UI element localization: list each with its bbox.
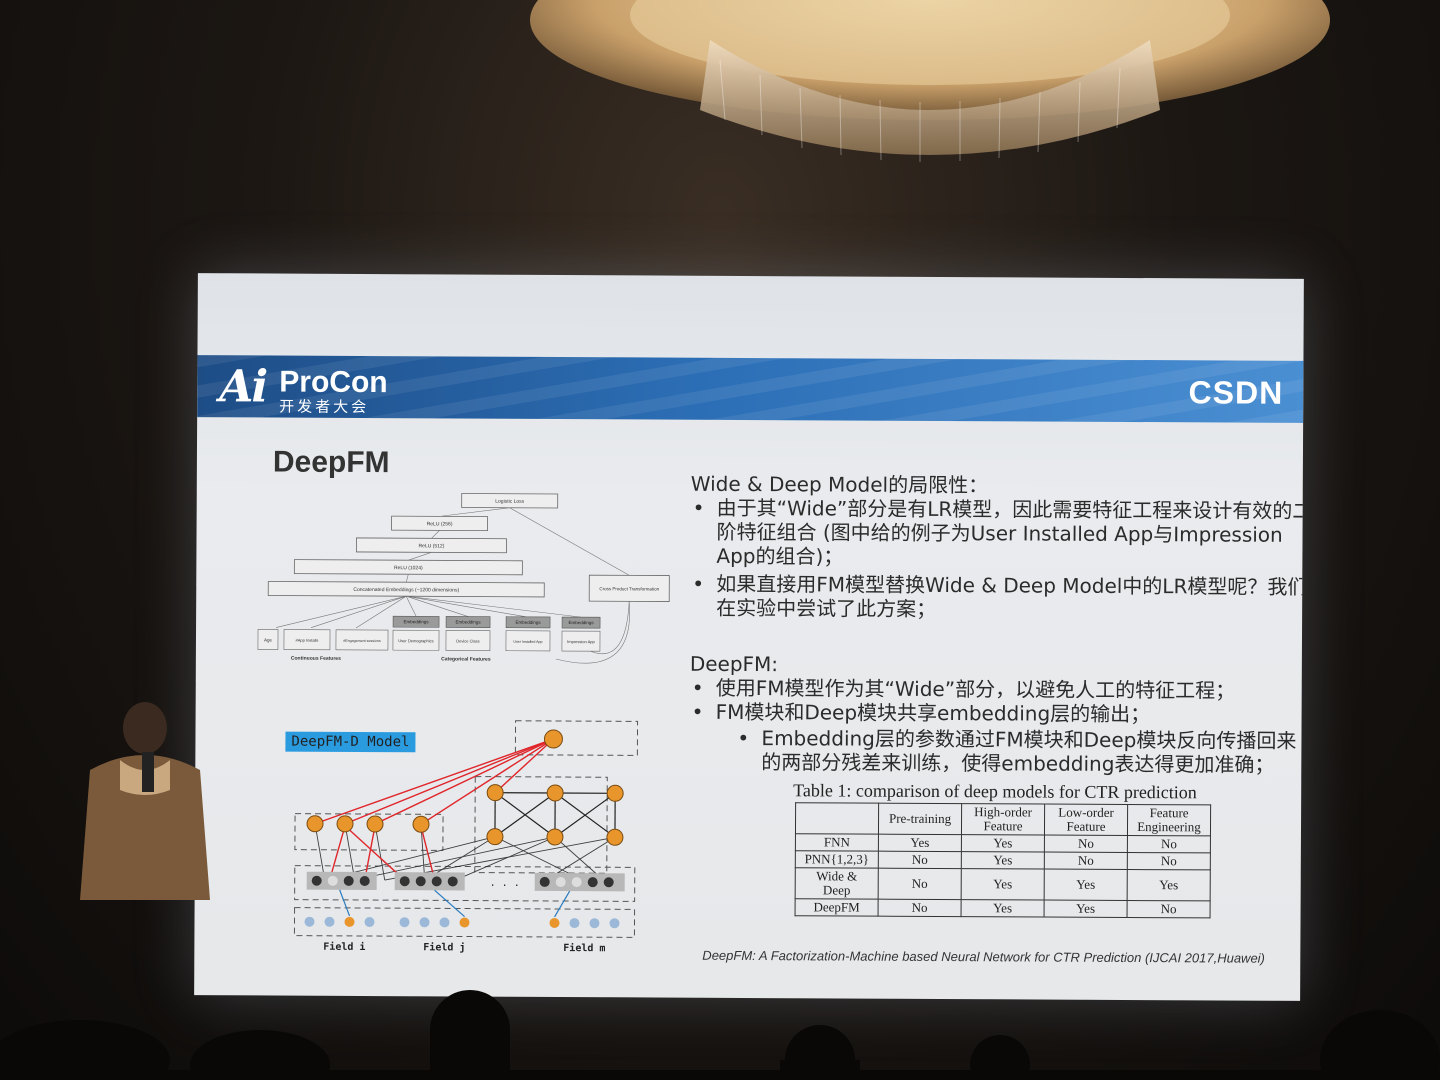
table-cell: No xyxy=(1044,852,1128,870)
aiprocon-logo-subtitle: 开发者大会 xyxy=(279,397,370,417)
logistic-loss-label: Logistic Loss xyxy=(495,499,524,505)
table-cell: Yes xyxy=(961,868,1045,901)
table-cell: No xyxy=(878,899,962,917)
bullet-text: 使用FM模型作为其“Wide”部分，以避免人工的特征工程； xyxy=(715,675,1236,703)
table-cell: No xyxy=(1127,900,1211,918)
section-heading-wide-deep: Wide & Deep Model的局限性： xyxy=(690,471,989,498)
feature-label: User Demographics xyxy=(398,638,433,643)
section-heading-deepfm: DeepFM: xyxy=(689,651,779,677)
table-row: DeepFM No Yes Yes No xyxy=(795,898,1211,918)
audience-silhouettes xyxy=(0,990,1440,1080)
table-header: Feature Engineering xyxy=(1127,804,1211,836)
bullet-marker: • xyxy=(692,495,705,520)
projected-slide: Ai ProCon 开发者大会 CSDN DeepFM xyxy=(194,273,1304,1001)
table-cell: Yes xyxy=(1044,869,1128,901)
table-header: High-order Feature xyxy=(961,803,1045,836)
table-cell: Yes xyxy=(961,899,1045,918)
relu-layer-label: ReLU (512) xyxy=(419,543,445,549)
bullet-text: 由于其“Wide”部分是有LR模型，因此需要特征工程来设计有效的二阶特征组合 (… xyxy=(716,495,1304,569)
table-header-row: Pre-training High-order Feature Low-orde… xyxy=(795,802,1211,836)
slide-title: DeepFM xyxy=(272,445,390,480)
feature-label: Impression App xyxy=(567,639,595,644)
deepfm-diagram: Field i Field j Field m · · · xyxy=(293,720,639,954)
bullet-text: 如果直接用FM模型替换Wide & Deep Model中的LR模型呢？我们在实… xyxy=(716,571,1304,621)
table-cell: Yes xyxy=(1127,869,1211,901)
cross-product-label: Cross Product Transformation xyxy=(599,586,659,591)
table-cell: No xyxy=(1044,835,1128,853)
aiprocon-logo-ai: Ai xyxy=(219,361,267,413)
bullet-marker: • xyxy=(691,675,704,700)
table-cell: Yes xyxy=(961,851,1045,870)
embedding-label: Embeddings xyxy=(516,620,542,625)
citation: DeepFM: A Factorization-Machine based Ne… xyxy=(702,947,1265,966)
table-cell: No xyxy=(878,851,962,869)
bullet-marker: • xyxy=(692,571,705,596)
wide-deep-diagram: Embeddings Embeddings Embeddings Embeddi… xyxy=(257,493,670,664)
sub-bullet-item: • Embedding层的参数通过FM模块和Deep模块反向传播回来的两部分残差… xyxy=(737,726,1301,777)
bullet-text: Embedding层的参数通过FM模块和Deep模块反向传播回来的两部分残差来训… xyxy=(761,726,1297,777)
table-cell: No xyxy=(878,868,962,900)
concat-embeddings-label: Concatenated Embeddings (~1200 dimension… xyxy=(353,587,459,594)
table-cell: FNN xyxy=(795,833,879,852)
feature-label: #Engagement sessions xyxy=(343,639,381,643)
field-label: Field j xyxy=(423,941,465,953)
ellipsis-label: · · · xyxy=(490,881,520,892)
bullet-item: • 如果直接用FM模型替换Wide & Deep Model中的LR模型呢？我们… xyxy=(692,571,1304,623)
table-cell: No xyxy=(1127,852,1211,870)
categorical-features-label: Categorical Features xyxy=(441,656,491,662)
table-cell: Wide & Deep xyxy=(795,867,879,900)
relu-layer-label: ReLU (256) xyxy=(427,521,453,527)
feature-label: User Installed App xyxy=(513,640,542,644)
table-row: FNN Yes Yes No No xyxy=(795,833,1211,853)
feature-label: Device Class xyxy=(456,638,479,643)
field-label: Field m xyxy=(563,942,605,954)
feature-label: #App Installs xyxy=(296,638,319,643)
bullet-text: FM模块和Deep模块共享embedding层的输出； xyxy=(715,699,1151,727)
bullet-marker: • xyxy=(691,699,704,724)
chandelier xyxy=(530,0,1330,162)
presenter xyxy=(80,702,210,900)
table-header: Pre-training xyxy=(878,803,962,835)
bullet-item: • 使用FM模型作为其“Wide”部分，以避免人工的特征工程； xyxy=(692,675,1304,703)
embedding-label: Embeddings xyxy=(404,619,430,624)
table-cell: Yes xyxy=(961,834,1045,853)
table-cell: Yes xyxy=(878,834,962,852)
field-label: Field i xyxy=(323,941,365,953)
comparison-table: Pre-training High-order Feature Low-orde… xyxy=(795,802,1212,918)
bullet-item: • 由于其“Wide”部分是有LR模型，因此需要特征工程来设计有效的二阶特征组合… xyxy=(693,495,1304,571)
embedding-label: Embeddings xyxy=(569,620,595,625)
bullet-marker: • xyxy=(737,725,750,751)
table-cell: PNN{1,2,3} xyxy=(795,850,879,869)
table-row: Wide & Deep No Yes Yes Yes xyxy=(795,867,1211,901)
table-cell: Yes xyxy=(1044,900,1128,918)
table-row: PNN{1,2,3} No Yes No No xyxy=(795,850,1211,870)
relu-layer-label: ReLU (1024) xyxy=(394,565,423,571)
feature-label: Age xyxy=(264,637,273,642)
table-header xyxy=(795,802,879,835)
deepfm-model-label: DeepFM-D Model xyxy=(285,731,416,753)
table-header: Low-order Feature xyxy=(1044,804,1128,836)
continuous-features-label: Continuous Features xyxy=(291,656,341,662)
table-cell: DeepFM xyxy=(795,898,879,917)
table-caption: Table 1: comparison of deep models for C… xyxy=(793,780,1197,803)
csdn-logo: CSDN xyxy=(1188,374,1284,411)
table-cell: No xyxy=(1127,835,1211,853)
bullet-item: • FM模块和Deep模块共享embedding层的输出； xyxy=(692,699,1304,727)
embedding-label: Embeddings xyxy=(456,619,482,624)
